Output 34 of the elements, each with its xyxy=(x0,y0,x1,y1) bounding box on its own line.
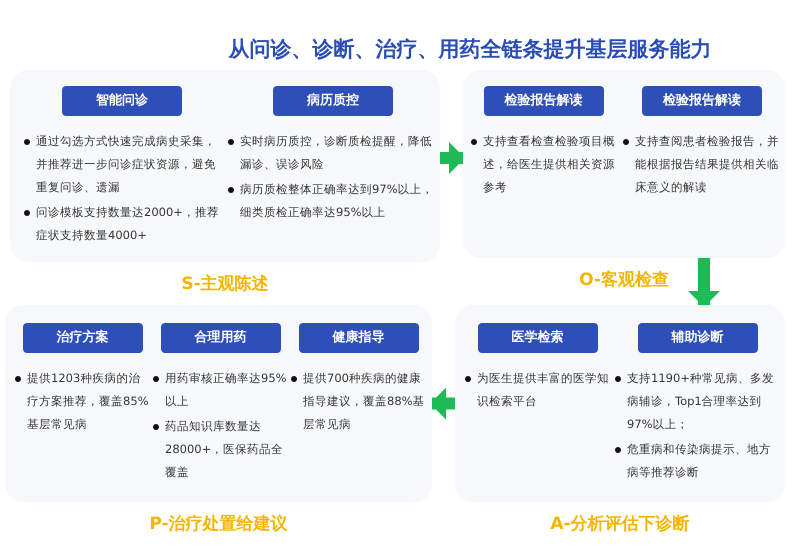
section-caption: S-主观陈述 xyxy=(180,273,270,296)
flow-arrow xyxy=(688,258,720,307)
bullet-text: 支持查阅患者检验报告，并能根据报告结果提供相关临床意义的解读 xyxy=(635,132,780,196)
bullet-text: 支持查看检查检验项目概述，给医生提供相关资源参考 xyxy=(483,132,616,196)
bullet-text: 为医生提供丰富的医学知识检索平台 xyxy=(477,370,610,410)
bullet-text: 实时病历质控，诊断质检提醒，降低漏诊、误诊风险 xyxy=(240,132,433,172)
section-panel xyxy=(455,305,785,502)
feature-heading: 病历质控 xyxy=(273,86,393,116)
section-panel xyxy=(5,305,432,502)
bullet-text: 病历质检整体正确率达到97%以上，细类质检正确率达95%以上 xyxy=(240,180,435,220)
section-caption: O-客观检查 xyxy=(578,269,670,292)
feature-heading: 辅助诊断 xyxy=(638,323,758,352)
feature-heading: 智能问诊 xyxy=(62,86,182,116)
bullet-text: 通过勾选方式快速完成病史采集，并推荐进一步问诊症状资源，避免重复问诊、遗漏 xyxy=(36,132,217,196)
feature-heading: 检验报告解读 xyxy=(642,86,762,116)
flow-arrow xyxy=(440,142,465,174)
bullet-text: 支持1190+种常见病、多发病辅诊，Top1合理率达到97%以上； xyxy=(627,370,775,432)
section-caption: P-治疗处置给建议 xyxy=(148,513,289,536)
feature-heading: 合理用药 xyxy=(160,323,280,352)
flow-arrow xyxy=(430,388,455,420)
bullet-text: 问诊模板支持数量达2000+，推荐症状支持数量4000+ xyxy=(36,204,220,244)
feature-heading: 检验报告解读 xyxy=(484,86,604,116)
bullet-text: 提供1203种疾病的治疗方案推荐，覆盖85%基层常见病 xyxy=(27,370,150,432)
section-panel xyxy=(463,70,785,258)
diagram-title: 从问诊、诊断、治疗、用药全链条提升基层服务能力 xyxy=(227,36,712,63)
bullet-text: 药品知识库数量达28000+，医保药品全覆盖 xyxy=(165,418,284,480)
bullet-text: 提供700种疾病的健康指导建议，覆盖88%基层常见病 xyxy=(303,370,426,432)
feature-heading: 医学检索 xyxy=(478,323,598,352)
feature-heading: 健康指导 xyxy=(298,323,418,352)
bullet-text: 用药审核正确率达95%以上 xyxy=(165,370,288,410)
bullet-text: 危重病和传染病提示、地方病等推荐诊断 xyxy=(627,440,772,480)
section-caption: A-分析评估下诊断 xyxy=(549,513,691,536)
feature-heading: 治疗方案 xyxy=(22,323,142,352)
section-panel xyxy=(10,70,440,262)
